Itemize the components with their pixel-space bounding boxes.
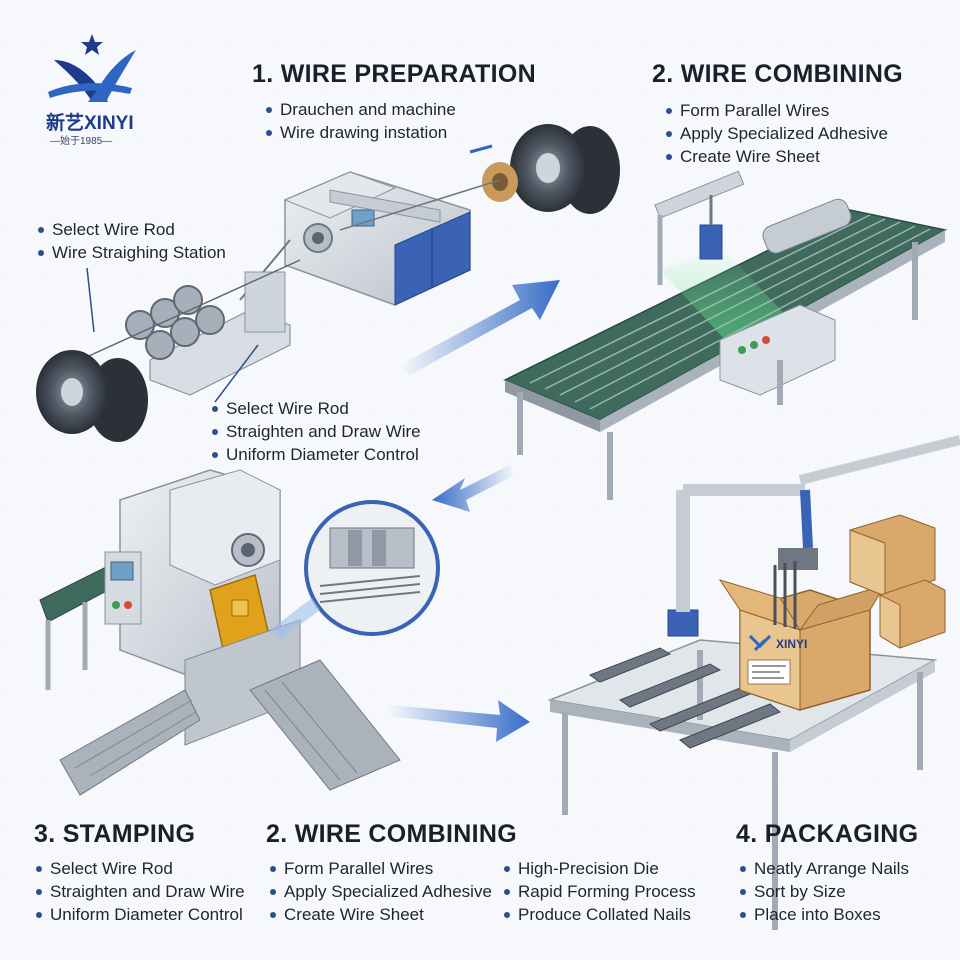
list-item: Uniform Diameter Control [34, 903, 245, 926]
stamping-title: 3. STAMPING [34, 820, 196, 848]
straightening-station [79, 259, 301, 396]
list-item: Form Parallel Wires [268, 857, 492, 880]
callout-line-2 [214, 344, 259, 403]
list-item: Create Wire Sheet [664, 145, 888, 168]
list-item: Rapid Forming Process [502, 880, 696, 903]
stamping-press [39, 469, 401, 796]
flow-arrow-small [469, 144, 493, 154]
wire-preparation-notes: Drauchen and machine Wire drawing instat… [264, 98, 456, 144]
list-item: Uniform Diameter Control [210, 443, 421, 466]
straightening-callout: Select Wire Rod Wire Straighing Station [36, 218, 226, 264]
list-item: Straighten and Draw Wire [34, 880, 245, 903]
drawing-machine [239, 171, 501, 306]
wire-combining-bottom-title: 2. WIRE COMBINING [266, 820, 517, 848]
drawing-callout: Select Wire Rod Straighten and Draw Wire… [210, 397, 421, 466]
cardboard-box: XINYI [718, 561, 887, 711]
list-item: Neatly Arrange Nails [738, 857, 909, 880]
list-item: Create Wire Sheet [268, 903, 492, 926]
flow-arrow-2-to-3 [432, 465, 515, 512]
list-item: Straighten and Draw Wire [210, 420, 421, 443]
wire-combining-top-title: 2. WIRE COMBINING [652, 60, 903, 88]
callout-line-1 [86, 267, 95, 333]
spool-top-right [482, 124, 620, 214]
logo-since-text: —始于1985— [50, 136, 113, 147]
die-closeup [270, 500, 440, 640]
list-item: Apply Specialized Adhesive [664, 122, 888, 145]
list-item: Wire Straighing Station [36, 241, 226, 264]
wire-preparation-note: Wire drawing instation [264, 121, 456, 144]
list-item: Form Parallel Wires [664, 99, 888, 122]
xinyi-logo: 新艺XINYI —始于1985— [40, 30, 160, 150]
wire-preparation-title: 1. WIRE PREPARATION [252, 60, 536, 88]
box-brand-label: XINYI [776, 637, 807, 651]
list-item: Produce Collated Nails [502, 903, 696, 926]
wire-combining-top-list: Form Parallel Wires Apply Specialized Ad… [664, 99, 888, 168]
list-item: Select Wire Rod [210, 397, 421, 420]
die-list: High-Precision Die Rapid Forming Process… [502, 857, 696, 926]
packaging-list: Neatly Arrange Nails Sort by Size Place … [738, 857, 909, 926]
list-item: High-Precision Die [502, 857, 696, 880]
wire-preparation-note: Drauchen and machine [264, 98, 456, 121]
wire-combining-bottom-list: Form Parallel Wires Apply Specialized Ad… [268, 857, 492, 926]
flow-arrow-1-to-2 [400, 280, 560, 375]
list-item: Apply Specialized Adhesive [268, 880, 492, 903]
spool-left [36, 350, 148, 442]
list-item: Place into Boxes [738, 903, 909, 926]
list-item: Select Wire Rod [34, 857, 245, 880]
stacked-boxes [849, 514, 946, 649]
combining-conveyor [503, 170, 948, 500]
logo-mark-icon [48, 34, 136, 102]
list-item: Select Wire Rod [36, 218, 226, 241]
robot-arm [667, 435, 960, 637]
packaging-title: 4. PACKAGING [736, 820, 919, 848]
flow-arrow-3-to-4 [388, 700, 530, 742]
logo-brand-text: 新艺XINYI [46, 113, 134, 134]
list-item: Sort by Size [738, 880, 909, 903]
stamping-list: Select Wire Rod Straighten and Draw Wire… [34, 857, 245, 926]
